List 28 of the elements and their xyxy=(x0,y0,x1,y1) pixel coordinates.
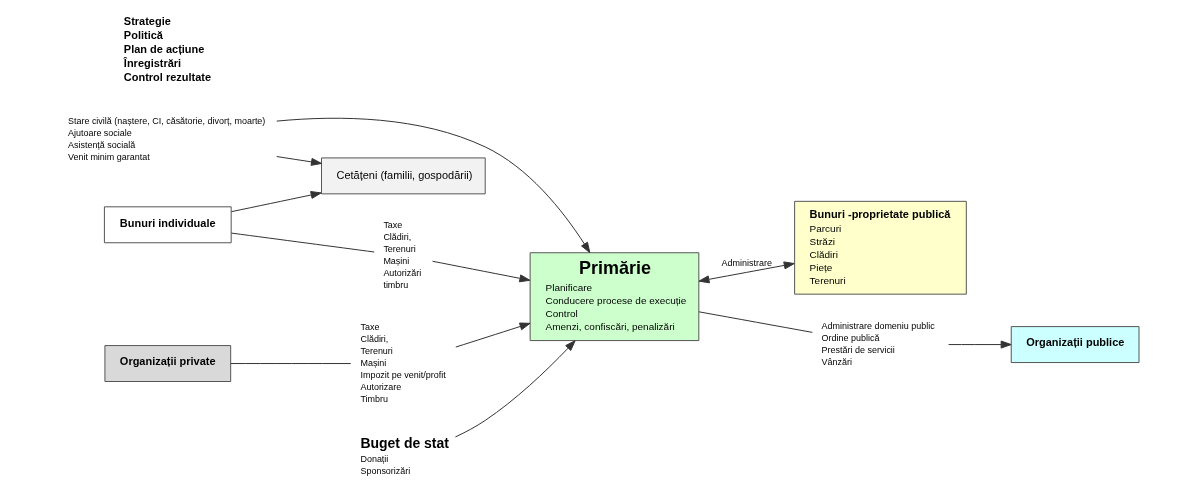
label: Plan de acțiune xyxy=(123,42,205,55)
node-text: Taxe Clădiri, Terenuri Mașini Autorizări timbru xyxy=(383,219,422,290)
arrow xyxy=(276,117,591,254)
node-box: Organizații private xyxy=(104,345,232,382)
arrow xyxy=(276,156,322,166)
label: Politică xyxy=(123,28,163,41)
node-box: Organizații publice xyxy=(1010,326,1140,364)
node-box: Bunuri individuale xyxy=(103,206,232,244)
label: Înregistrări xyxy=(123,56,182,69)
label: Strategie xyxy=(123,14,171,27)
connector xyxy=(698,311,813,333)
node-box: Cetățeni (familii, gospodării) xyxy=(321,157,486,195)
node-text: Stare civilă (naștere, CI, căsătorie, divorț, moarte) Ajutoare sociale Asistență socială Venit minim garantat xyxy=(67,116,266,163)
arrow xyxy=(698,261,795,284)
node-text: Taxe Clădiri, Terenuri Mașini Impozit pe venit/profit Autorizare Timbru xyxy=(360,321,446,404)
connector xyxy=(230,363,352,365)
node-text: Administrare domeniu public Ordine publică Prestări de servicii Vânzări xyxy=(821,320,935,367)
node-text: Buget de stat Donații Sponsorizări xyxy=(360,434,449,476)
node-box: Primărie Planificare Conducere procese de execuție Control Amenzi, confiscări, penalizări xyxy=(529,252,700,342)
arrow xyxy=(432,260,531,283)
label: Control rezultate xyxy=(123,70,212,83)
arrow xyxy=(948,340,1012,349)
edge-label: Administrare xyxy=(721,257,772,268)
connector xyxy=(230,232,375,253)
arrow xyxy=(455,322,531,348)
node-box: Bunuri -proprietate publică Parcuri Străzi Clădiri Piețe Terenuri xyxy=(794,200,967,295)
arrow xyxy=(230,191,322,213)
arrow xyxy=(454,340,576,438)
